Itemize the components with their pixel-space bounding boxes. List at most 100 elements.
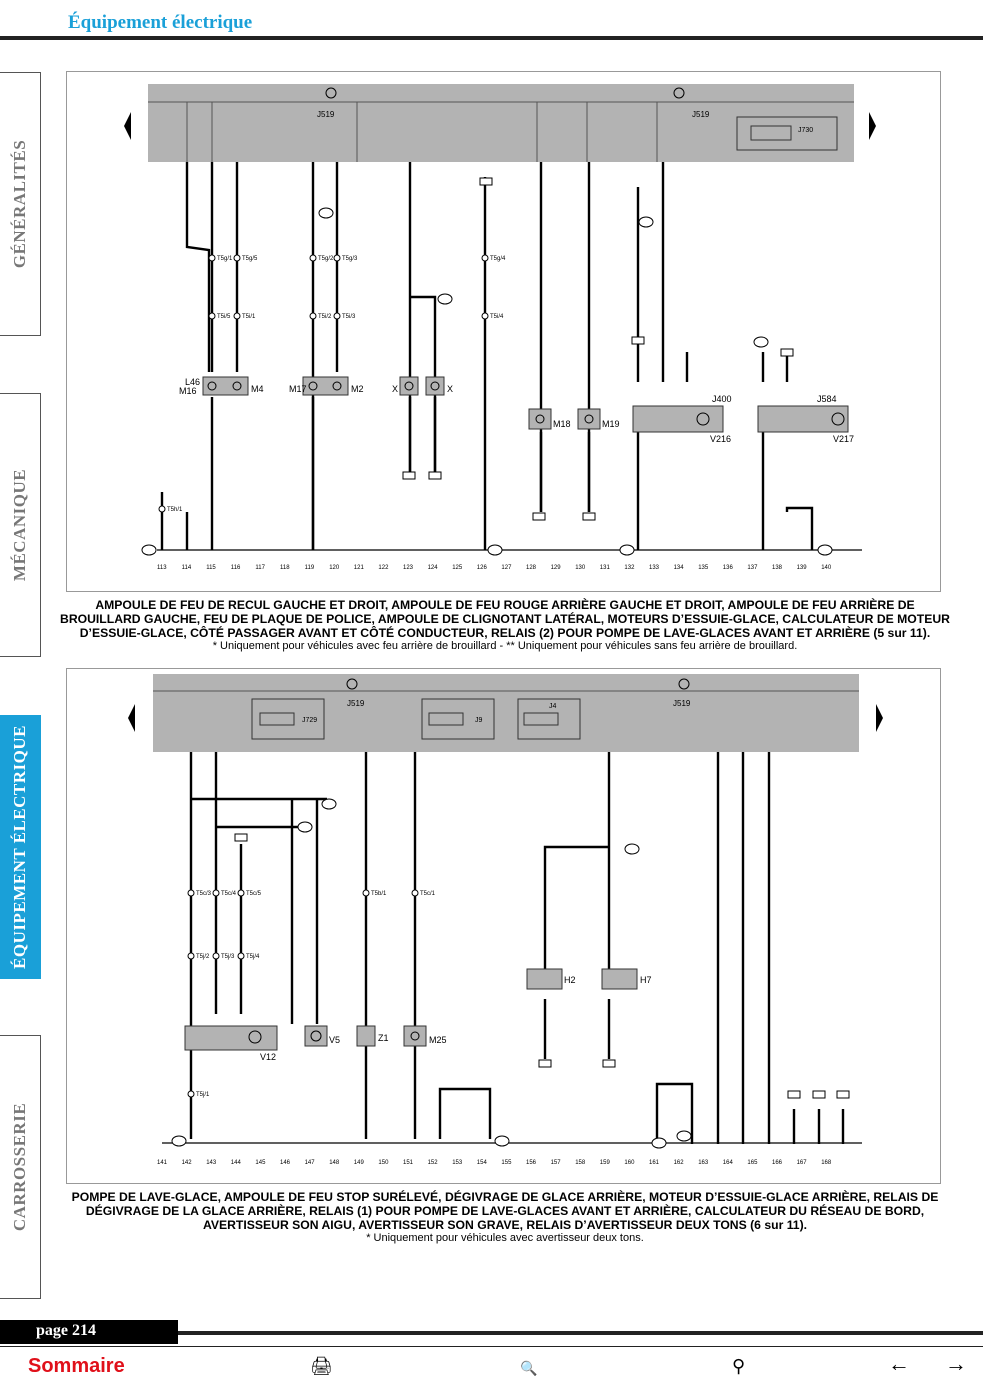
prev-arrow-icon-2[interactable] bbox=[128, 704, 135, 732]
svg-text:X: X bbox=[392, 384, 398, 394]
svg-text:T5b/1: T5b/1 bbox=[371, 891, 387, 897]
pin-number: 119 bbox=[305, 565, 315, 571]
tab-carrosserie[interactable]: CARROSSERIE bbox=[0, 1035, 41, 1299]
pin-number: 132 bbox=[624, 565, 635, 571]
tab-mecanique-label: MÉCANIQUE bbox=[10, 468, 29, 582]
next-arrow-icon-2[interactable] bbox=[876, 704, 883, 732]
pin-number: 129 bbox=[551, 565, 562, 571]
svg-text:L46: L46 bbox=[185, 377, 200, 387]
pin-number: 142 bbox=[182, 1160, 193, 1166]
svg-text:T5g/5: T5g/5 bbox=[242, 256, 258, 262]
svg-text:T5g/4: T5g/4 bbox=[490, 256, 506, 262]
page-bar bbox=[0, 1320, 178, 1344]
pin-number: 149 bbox=[354, 1160, 365, 1166]
tab-mecanique[interactable]: MÉCANIQUE bbox=[0, 393, 41, 657]
tab-equipement-label: ÉQUIPEMENT ÉLECTRIQUE bbox=[10, 725, 29, 969]
tab-generalites-label: GÉNÉRALITÉS bbox=[10, 139, 29, 269]
diagram1-svg: J519 J519 J730 bbox=[124, 84, 876, 571]
pin-number: 154 bbox=[477, 1160, 488, 1166]
print-icon[interactable]: 🖨 bbox=[310, 1356, 333, 1376]
forward-arrow-icon[interactable]: → bbox=[945, 1351, 967, 1376]
wiper-motor-v217 bbox=[757, 405, 849, 433]
svg-text:M18: M18 bbox=[553, 419, 571, 429]
svg-text:M17: M17 bbox=[289, 384, 307, 394]
pin-number: 167 bbox=[797, 1160, 808, 1166]
pin-number: 147 bbox=[305, 1160, 316, 1166]
pin-number: 133 bbox=[649, 565, 660, 571]
svg-text:T5i/3: T5i/3 bbox=[342, 314, 356, 320]
svg-text:T5c/3: T5c/3 bbox=[196, 891, 212, 897]
horn-h2 bbox=[526, 968, 563, 990]
svg-text:V12: V12 bbox=[260, 1052, 276, 1062]
pin-number: 152 bbox=[428, 1160, 439, 1166]
pin-number: 155 bbox=[501, 1160, 512, 1166]
pin-number: 146 bbox=[280, 1160, 291, 1166]
lamp-m19 bbox=[577, 408, 601, 430]
pin-number: 165 bbox=[747, 1160, 758, 1166]
lamp-m25 bbox=[403, 1025, 427, 1047]
tab-generalites[interactable]: GÉNÉRALITÉS bbox=[0, 72, 41, 336]
sommaire-link[interactable]: Sommaire bbox=[28, 1355, 125, 1377]
page-preview-icon[interactable]: 🔍 bbox=[520, 1360, 538, 1376]
relay-j729-label: J729 bbox=[302, 717, 317, 724]
pin-number: 118 bbox=[280, 565, 290, 571]
relay-j4-label: J4 bbox=[549, 703, 557, 710]
back-arrow-icon[interactable]: ← bbox=[888, 1351, 910, 1376]
pin-number: 123 bbox=[403, 565, 414, 571]
caption-1-text: AMPOULE DE FEU DE RECUL GAUCHE ET DROIT,… bbox=[60, 598, 950, 640]
caption-1-note: * Uniquement pour véhicules avec feu arr… bbox=[212, 640, 798, 652]
svg-text:V216: V216 bbox=[710, 434, 731, 444]
horn-h7 bbox=[601, 968, 638, 990]
svg-text:T5i/1: T5i/1 bbox=[242, 314, 256, 320]
heater-z1 bbox=[356, 1025, 376, 1047]
svg-text:T5j/2: T5j/2 bbox=[196, 954, 210, 960]
pin-number: 115 bbox=[206, 565, 216, 571]
pin-number: 160 bbox=[624, 1160, 635, 1166]
lamp-m18 bbox=[528, 408, 552, 430]
caption-2-text: POMPE DE LAVE-GLACE, AMPOULE DE FEU STOP… bbox=[71, 1190, 939, 1232]
pin-number: 116 bbox=[231, 565, 241, 571]
tab-carrosserie-label: CARROSSERIE bbox=[10, 1102, 29, 1232]
lamp-m4 bbox=[202, 376, 249, 396]
pin-number: 125 bbox=[452, 565, 463, 571]
pin-number: 151 bbox=[403, 1160, 414, 1166]
pin-number: 166 bbox=[772, 1160, 783, 1166]
next-arrow-icon[interactable] bbox=[869, 112, 876, 140]
pin-number: 122 bbox=[378, 565, 389, 571]
pin-number: 124 bbox=[428, 565, 439, 571]
wiring-diagram-1: J519 J519 J730 bbox=[66, 71, 941, 592]
svg-text:T5j/3: T5j/3 bbox=[221, 954, 235, 960]
pin-number: 148 bbox=[329, 1160, 340, 1166]
pin-number: 138 bbox=[772, 565, 783, 571]
tab-equipement-electrique[interactable]: ÉQUIPEMENT ÉLECTRIQUE bbox=[0, 715, 41, 979]
svg-text:T5i/4: T5i/4 bbox=[490, 314, 504, 320]
pin-number: 134 bbox=[674, 565, 685, 571]
wiper-motor-v216 bbox=[632, 405, 724, 433]
svg-text:X: X bbox=[447, 384, 453, 394]
caption-2-note: * Uniquement pour véhicules avec avertis… bbox=[366, 1232, 644, 1244]
pin-number: 135 bbox=[698, 565, 709, 571]
svg-text:T5h/1: T5h/1 bbox=[167, 507, 183, 513]
pin-number: 163 bbox=[698, 1160, 709, 1166]
lamp-m2 bbox=[302, 376, 349, 396]
pump-v5 bbox=[304, 1025, 328, 1047]
binoculars-icon[interactable]: ⚲ bbox=[732, 1356, 746, 1376]
pin-number: 121 bbox=[354, 565, 365, 571]
svg-text:T5g/1: T5g/1 bbox=[217, 256, 233, 262]
pin-number: 156 bbox=[526, 1160, 537, 1166]
relay-j730-label: J730 bbox=[798, 127, 813, 134]
svg-text:J584: J584 bbox=[817, 394, 837, 404]
wiring-diagram-2: J519 J519 J729 J9 J4 bbox=[66, 668, 941, 1184]
prev-arrow-icon[interactable] bbox=[124, 112, 131, 140]
svg-text:M4: M4 bbox=[251, 384, 264, 394]
svg-text:T5i/5: T5i/5 bbox=[217, 314, 231, 320]
caption-1: AMPOULE DE FEU DE RECUL GAUCHE ET DROIT,… bbox=[60, 598, 950, 652]
relay-j729 bbox=[251, 698, 325, 740]
pin-number: 144 bbox=[231, 1160, 242, 1166]
svg-text:T5j/1: T5j/1 bbox=[196, 1092, 210, 1098]
svg-text:T5c/4: T5c/4 bbox=[221, 891, 237, 897]
svg-text:T5c/5: T5c/5 bbox=[246, 891, 262, 897]
svg-text:T5g/2: T5g/2 bbox=[318, 256, 334, 262]
